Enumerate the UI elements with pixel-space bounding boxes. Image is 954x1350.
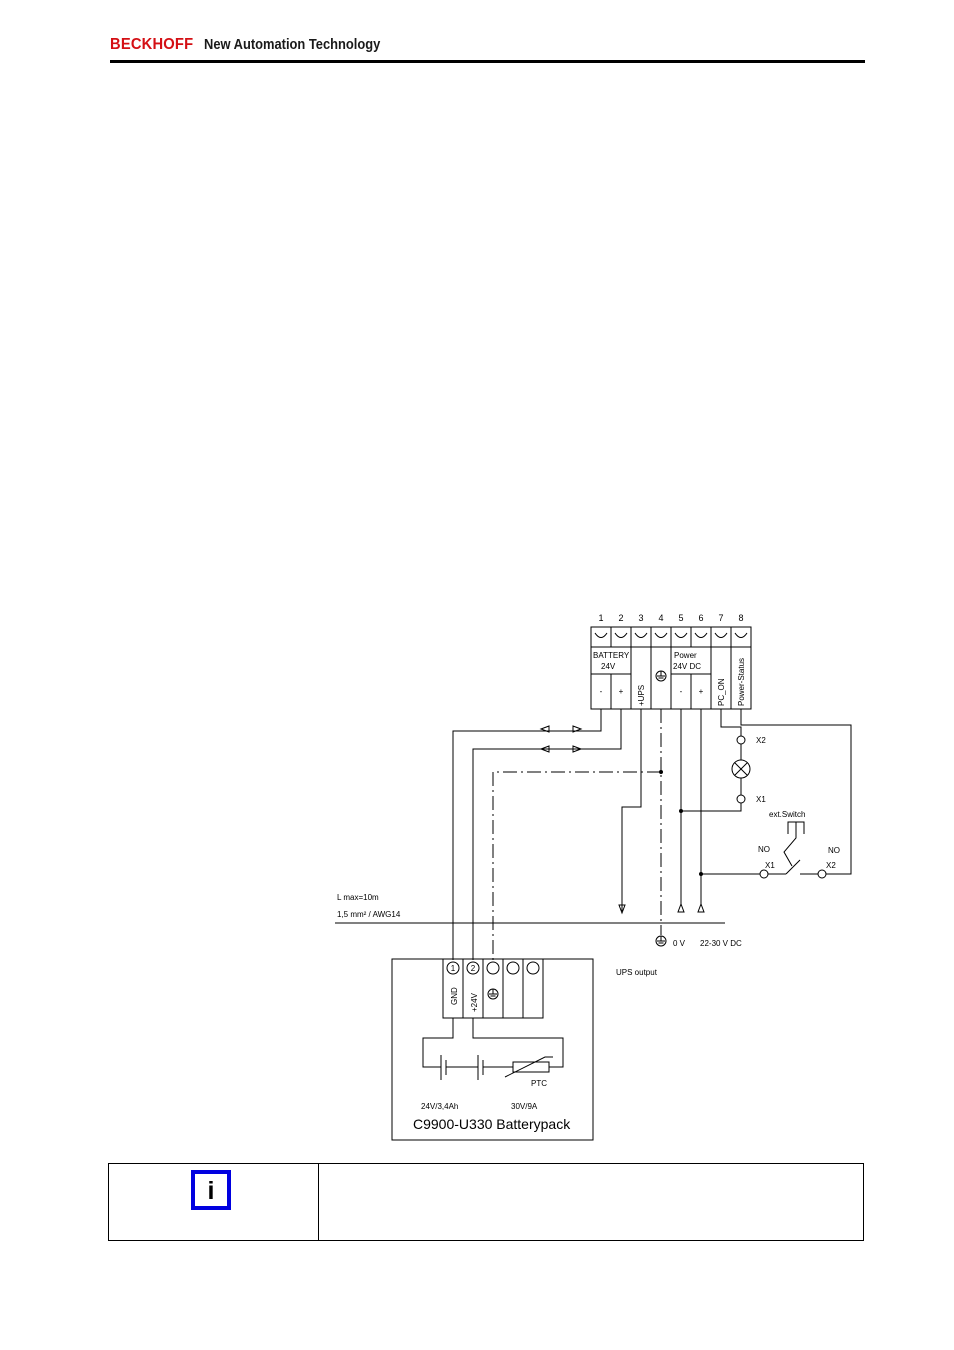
battery-plus-label: + xyxy=(619,687,624,696)
switch-x1-label: X1 xyxy=(765,861,775,870)
terminal-number: 7 xyxy=(718,613,723,623)
ptc-rating-label: 30V/9A xyxy=(511,1102,538,1111)
cable-cross-section-label: 1,5 mm² / AWG14 xyxy=(337,910,401,919)
power-status-label: Power-Status xyxy=(737,658,746,706)
info-icon: i xyxy=(191,1170,231,1210)
ups-label: +UPS xyxy=(637,685,646,706)
ups-output-label: UPS output xyxy=(616,968,658,977)
ptc-label: PTC xyxy=(531,1079,547,1088)
power-label: Power xyxy=(674,651,697,660)
pc-on-label: PC_ON xyxy=(717,678,726,706)
battery-label: BATTERY xyxy=(593,651,630,660)
switch-no-left: NO xyxy=(758,845,770,854)
note-box: i xyxy=(108,1163,864,1241)
battery-minus-label: - xyxy=(600,687,603,696)
battery-rating-label: 24V/3,4Ah xyxy=(421,1102,458,1111)
lamp-x2-label: X2 xyxy=(756,736,766,745)
zero-v-label: 0 V xyxy=(673,939,686,948)
switch-title: ext.Switch xyxy=(769,810,805,819)
battery-plus-wire xyxy=(472,709,622,960)
earth-branch-wire xyxy=(492,771,661,960)
terminal-number: 6 xyxy=(698,613,703,623)
header-rule xyxy=(110,60,865,63)
page-header: BECKHOFF New Automation Technology xyxy=(110,30,865,64)
pack-terminal-2: 2 xyxy=(471,964,476,973)
pc-on-wire xyxy=(720,709,742,736)
gnd-label: GND xyxy=(450,987,459,1005)
cable-length-label: L max=10m xyxy=(337,893,379,902)
switch-actuator xyxy=(783,826,797,867)
info-glyph: i xyxy=(207,1177,215,1205)
switch-no-right: NO xyxy=(828,846,840,855)
battery-minus-wire xyxy=(452,709,602,960)
battery-voltage-label: 24V xyxy=(601,662,616,671)
brand-tagline: New Automation Technology xyxy=(204,36,381,53)
power-voltage-label: 24V DC xyxy=(673,662,701,671)
terminal-number: 4 xyxy=(658,613,663,623)
supply-voltage-label: 22-30 V DC xyxy=(700,939,742,948)
switch-contact xyxy=(785,859,801,875)
pack-terminal-1: 1 xyxy=(451,964,456,973)
switch-x2-label: X2 xyxy=(826,861,836,870)
note-divider xyxy=(318,1164,319,1240)
terminal-number: 5 xyxy=(678,613,683,623)
terminal-number: 1 xyxy=(598,613,603,623)
beckhoff-logo: BECKHOFF xyxy=(110,36,194,53)
power-minus-label: - xyxy=(680,687,683,696)
battery-pack-title: C9900-U330 Batterypack xyxy=(413,1116,571,1132)
terminal-number: 8 xyxy=(738,613,743,623)
ups-wire xyxy=(621,709,642,911)
plus24-label: +24V xyxy=(470,992,479,1012)
lamp-x1-label: X1 xyxy=(756,795,766,804)
lamp-icon xyxy=(731,759,751,779)
terminal-number: 2 xyxy=(618,613,623,623)
power-plus-label: + xyxy=(699,687,704,696)
power-status-wire xyxy=(740,709,852,875)
terminal-number: 3 xyxy=(638,613,643,623)
